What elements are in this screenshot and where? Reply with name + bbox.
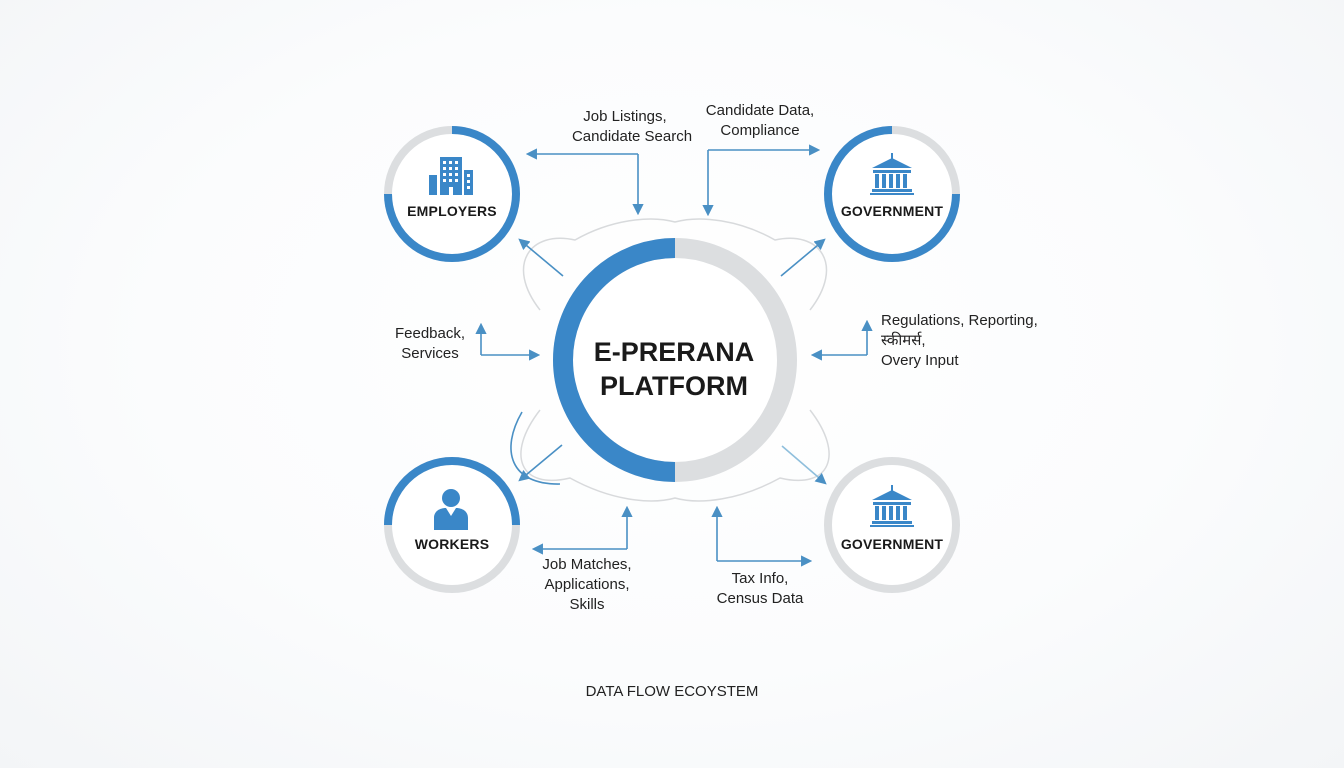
flow-label-line: Job Matches, <box>542 556 632 573</box>
node-government-top-label: GOVERNMENT <box>840 203 944 219</box>
flow-label-employers-side: Feedback, Services <box>380 324 480 364</box>
flow-label-government-side: Regulations, Reporting, स्कीमर्स, Overy … <box>881 311 1038 371</box>
flow-label-line: Compliance <box>720 122 800 139</box>
building-icon <box>429 157 473 195</box>
flow-label-workers-bottom: Job Matches, Applications, Skills <box>527 555 647 615</box>
flow-label-government-top: Candidate Data, Compliance <box>670 101 850 141</box>
hub-title: E-PRERANA PLATFORM <box>574 335 774 403</box>
hub-title-line2: PLATFORM <box>600 371 748 401</box>
flow-label-line: Applications, <box>544 576 630 593</box>
flow-label-line: Skills <box>569 596 605 613</box>
flow-label-line: Tax Info, <box>731 570 789 587</box>
node-employers-label: EMPLOYERS <box>407 203 497 219</box>
person-icon <box>434 489 468 530</box>
flow-label-government-bottom: Tax Info, Census Data <box>700 569 820 609</box>
government-building-icon <box>870 153 914 195</box>
flow-label-line: Overy Input <box>881 352 959 369</box>
flow-label-employers-top: Job Listings, Candidate Search <box>532 107 732 147</box>
flow-label-line: Services <box>401 345 459 362</box>
diagram-caption: DATA FLOW ECOYSTEM <box>585 683 759 700</box>
flow-label-line: Candidate Data, <box>705 102 815 119</box>
flow-label-line: Job Listings, <box>583 108 667 125</box>
flow-arrows <box>475 144 873 567</box>
flow-label-line: Feedback, <box>394 325 466 342</box>
hub-title-line1: E-PRERANA <box>593 337 755 367</box>
hub-ring <box>553 238 797 482</box>
flow-label-line: स्कीमर्स, <box>881 332 926 349</box>
node-workers-label: WORKERS <box>414 536 490 552</box>
node-government-bottom-label: GOVERNMENT <box>840 536 944 552</box>
flow-label-line: Census Data <box>716 590 804 607</box>
flow-label-line: Candidate Search <box>571 128 693 145</box>
government-building-icon <box>870 485 914 527</box>
flow-label-line: Regulations, Reporting, <box>881 312 1038 329</box>
